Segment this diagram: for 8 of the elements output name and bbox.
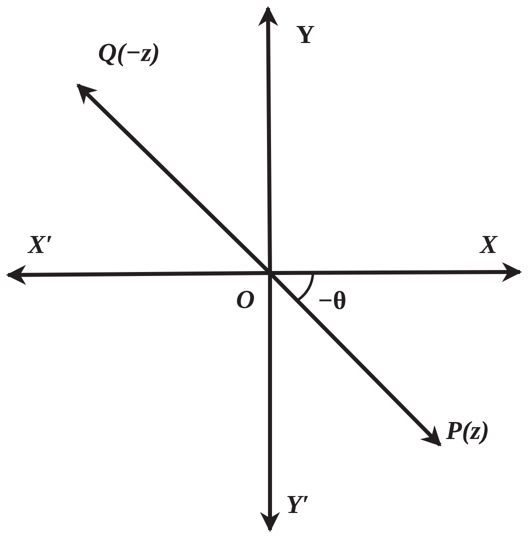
axis-label: Y [296,22,315,48]
point-label: P(z) [446,418,490,444]
axis-label: X [480,232,498,258]
axis-label: X′ [28,232,53,258]
origin-label: O [236,273,255,313]
angle-label: −θ [318,288,346,314]
axis-label: Y′ [286,492,310,518]
point-label: Q(−z) [98,40,160,66]
